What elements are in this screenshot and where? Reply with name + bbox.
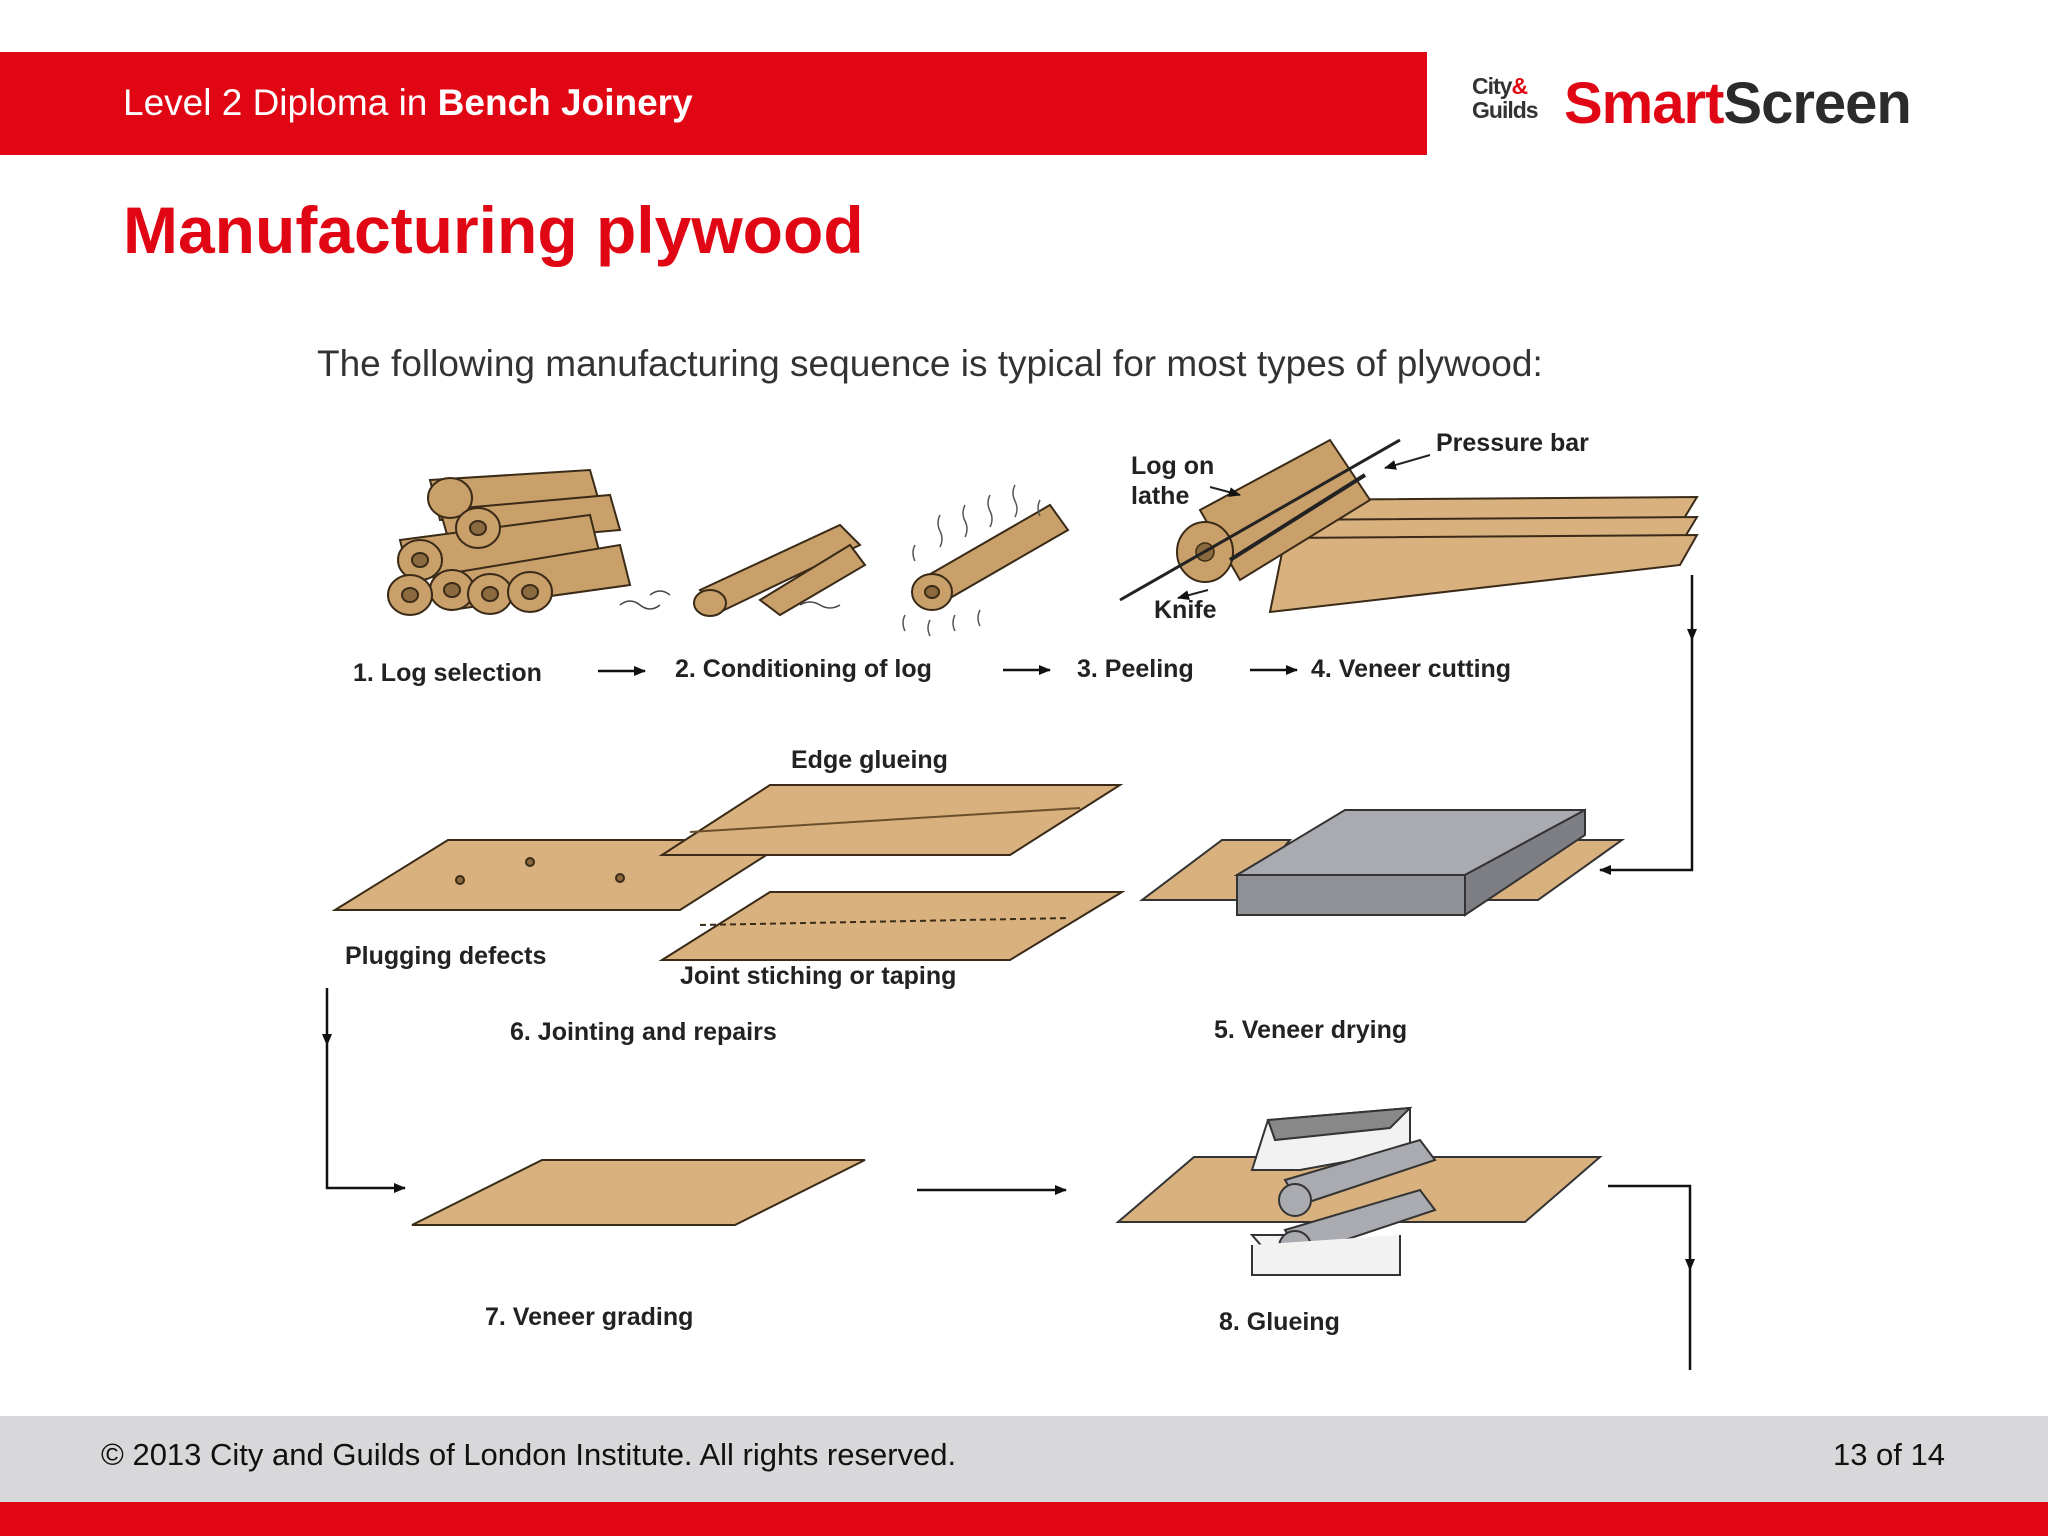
slide-title: Manufacturing plywood — [123, 193, 864, 267]
copyright-text: © 2013 City and Guilds of London Institu… — [101, 1437, 957, 1472]
step-label: 4. Veneer cutting — [1311, 655, 1511, 683]
step-label: 7. Veneer grading — [485, 1303, 693, 1331]
footer-bar — [0, 1416, 2048, 1502]
step-label: 6. Jointing and repairs — [510, 1018, 777, 1046]
log-conditioning-illustration — [619, 484, 1070, 637]
callout-joint-stitching: Joint stiching or taping — [680, 962, 956, 990]
bottom-accent-bar — [0, 1502, 2048, 1536]
log-pile-illustration — [387, 468, 632, 616]
course-prefix: Level 2 Diploma in — [123, 82, 438, 123]
page-number: 13 of 14 — [1832, 1437, 1945, 1472]
peeling-lathe-illustration — [1119, 438, 1699, 614]
callout-pressure-bar: Pressure bar — [1436, 429, 1589, 457]
step-label: 5. Veneer drying — [1214, 1016, 1407, 1044]
callout-edge-glueing: Edge glueing — [791, 746, 948, 774]
glueing-rollers-illustration — [1115, 1106, 1603, 1276]
jointing-panels-illustration — [331, 784, 1126, 961]
veneer-grading-illustration — [411, 1159, 866, 1226]
callout-log-on-lathe-2: lathe — [1131, 482, 1189, 510]
callout-knife: Knife — [1154, 596, 1217, 624]
smartscreen-wordmark: SmartScreen — [1564, 71, 1912, 136]
callout-plugging-defects: Plugging defects — [345, 942, 546, 970]
step-label: 3. Peeling — [1077, 655, 1194, 683]
step-label: 1. Log selection — [353, 659, 542, 687]
step-label: 2. Conditioning of log — [675, 655, 932, 683]
veneer-dryer-illustration — [1139, 808, 1626, 917]
step-label: 8. Glueing — [1219, 1308, 1340, 1336]
intro-text: The following manufacturing sequence is … — [317, 343, 1543, 384]
city-guilds-wordmark: City& Guilds — [1472, 73, 1539, 123]
callout-log-on-lathe-1: Log on — [1131, 452, 1214, 480]
course-name: Bench Joinery — [437, 82, 693, 123]
course-title: Level 2 Diploma in Bench Joinery — [123, 82, 693, 124]
header-bar — [0, 52, 1427, 155]
city-and-guilds-smartscreen-logo: City& Guilds SmartScreen — [1472, 70, 1932, 136]
flow-arrows — [322, 575, 1697, 1370]
